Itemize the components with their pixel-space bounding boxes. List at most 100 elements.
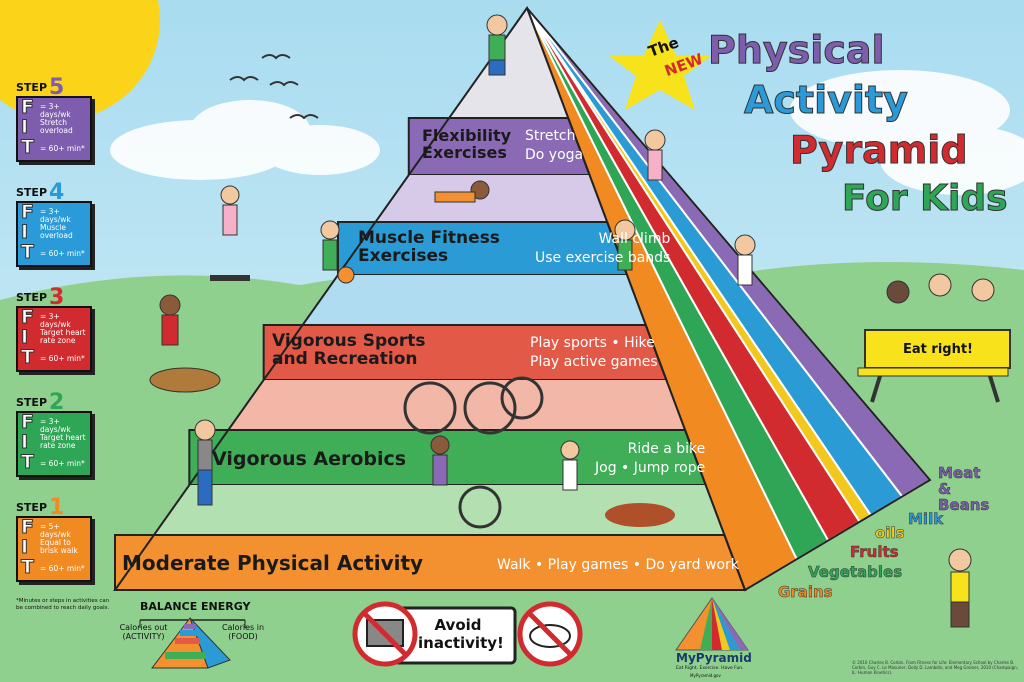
fit-box: F I T = 3+ days/wk Target heart rate zon…	[16, 411, 92, 477]
step-word: STEP	[16, 291, 48, 304]
fit-letter-f: F	[21, 96, 35, 119]
fit-frequency: = 3+ days/wk	[40, 312, 71, 330]
fit-letter-i: I	[20, 221, 29, 244]
balance-energy-title: BALANCE ENERGY	[140, 600, 251, 613]
step-word: STEP	[16, 186, 48, 199]
tier-moderate-label: Moderate Physical Activity	[122, 551, 424, 575]
fit-letter-f: F	[21, 306, 35, 329]
title-pyramid: Pyramid	[790, 128, 969, 173]
mypyramid-logo-text: MyPyramid	[676, 651, 752, 665]
fit-intensity: Muscle overload	[40, 223, 73, 241]
food-fruits: Fruits	[850, 543, 899, 562]
fit-step-card: STEP2 F I T = 3+ days/wk Target heart ra…	[16, 392, 92, 477]
fit-letter-i: I	[20, 326, 29, 349]
sun	[0, 0, 160, 120]
fit-box: F I T = 5+ days/wk Equal to brisk walk =…	[16, 516, 92, 582]
kid-illustrations	[149, 14, 972, 628]
tier-step	[302, 275, 646, 325]
fit-box: F I T = 3+ days/wk Target heart rate zon…	[16, 306, 92, 372]
tier-moderate-activities: Walk • Play games • Do yard work	[497, 557, 739, 573]
fit-letter-f: F	[21, 411, 35, 434]
picnic-table	[857, 273, 1011, 403]
step-word: STEP	[16, 396, 48, 409]
fit-letter-f: F	[21, 516, 35, 539]
step-heading: STEP1	[16, 497, 92, 519]
avoid-inactivity-text: Avoid inactivity!	[418, 616, 504, 652]
fit-letter-t: T	[21, 346, 35, 369]
fit-box: F I T = 3+ days/wk Muscle overload = 60+…	[16, 201, 92, 267]
fit-intensity: Stretch overload	[40, 118, 73, 136]
food-meat-beans: Meat & Beans	[938, 464, 990, 514]
step-word: STEP	[16, 81, 48, 94]
tier-step	[153, 485, 725, 535]
fit-frequency: = 3+ days/wk	[40, 417, 71, 435]
fit-letter-t: T	[21, 556, 35, 579]
step-number: 1	[49, 495, 65, 520]
title-activity: Activity	[744, 78, 909, 123]
fit-intensity: Equal to brisk walk	[40, 538, 78, 556]
food-vegetables: Vegetables	[808, 563, 903, 582]
step-heading: STEP3	[16, 287, 92, 309]
fit-box: F I T = 3+ days/wk Stretch overload = 60…	[16, 96, 92, 162]
title-star	[608, 20, 712, 110]
fit-frequency: = 3+ days/wk	[40, 102, 71, 120]
tier-step	[375, 175, 608, 222]
food-oils: oils	[875, 524, 905, 543]
fit-step-card: STEP5 F I T = 3+ days/wk Stretch overloa…	[16, 77, 92, 162]
copyright: © 2010 Charles B. Corbin. From Fitness f…	[852, 660, 1018, 676]
step-heading: STEP2	[16, 392, 92, 414]
pyramid-peak	[449, 8, 569, 118]
step-word: STEP	[16, 501, 48, 514]
fit-step-card: STEP4 F I T = 3+ days/wk Muscle overload…	[16, 182, 92, 267]
step-heading: STEP4	[16, 182, 92, 204]
fit-time: = 60+ min*	[40, 564, 85, 573]
fit-time: = 60+ min*	[40, 144, 85, 153]
eat-right-label: Eat right!	[903, 342, 973, 357]
step-number: 3	[49, 285, 65, 310]
step-heading: STEP5	[16, 77, 92, 99]
step-number: 4	[49, 180, 65, 205]
food-milk: Milk	[908, 510, 944, 529]
footnote: *Minutes or steps in activities can be c…	[16, 598, 110, 611]
calories-out-label: Calories out (ACTIVITY)	[119, 623, 168, 641]
fit-letter-t: T	[21, 241, 35, 264]
fit-intensity: Target heart rate zone	[40, 433, 86, 451]
fit-step-card: STEP3 F I T = 3+ days/wk Target heart ra…	[16, 287, 92, 372]
fit-letter-i: I	[20, 116, 29, 139]
food-grains: Grains	[778, 583, 833, 602]
tier-vigorous-aerobics-label: Vigorous Aerobics	[212, 448, 407, 470]
fit-letter-i: I	[20, 431, 29, 454]
title-physical: Physical	[708, 28, 886, 73]
step-number: 5	[49, 75, 65, 100]
fit-letter-i: I	[20, 536, 29, 559]
step-number: 2	[49, 390, 65, 415]
mypyramid-logo	[675, 597, 749, 651]
fit-frequency: = 5+ days/wk	[40, 522, 71, 540]
mypyramid-tagline: Eat Right. Exercise. Have Fun.	[676, 666, 744, 671]
fit-time: = 60+ min*	[40, 354, 85, 363]
mypyramid-site: MyPyramid.gov	[690, 673, 721, 678]
fit-time: = 60+ min*	[40, 459, 85, 468]
clouds	[110, 70, 1024, 195]
fit-letter-t: T	[21, 451, 35, 474]
fit-letter-t: T	[21, 136, 35, 159]
balance-energy-pyramid	[139, 616, 246, 669]
birds	[229, 54, 319, 120]
fit-letter-f: F	[21, 201, 35, 224]
fit-step-card: STEP1 F I T = 5+ days/wk Equal to brisk …	[16, 497, 92, 582]
title-for-kids: For Kids	[842, 178, 1009, 220]
tier-step	[228, 380, 686, 430]
fit-time: = 60+ min*	[40, 249, 85, 258]
calories-in-label: Calories in (FOOD)	[221, 623, 265, 641]
fit-frequency: = 3+ days/wk	[40, 207, 71, 225]
avoid-inactivity-sign	[352, 601, 583, 667]
pyramid-food-stripes	[526, 7, 932, 592]
